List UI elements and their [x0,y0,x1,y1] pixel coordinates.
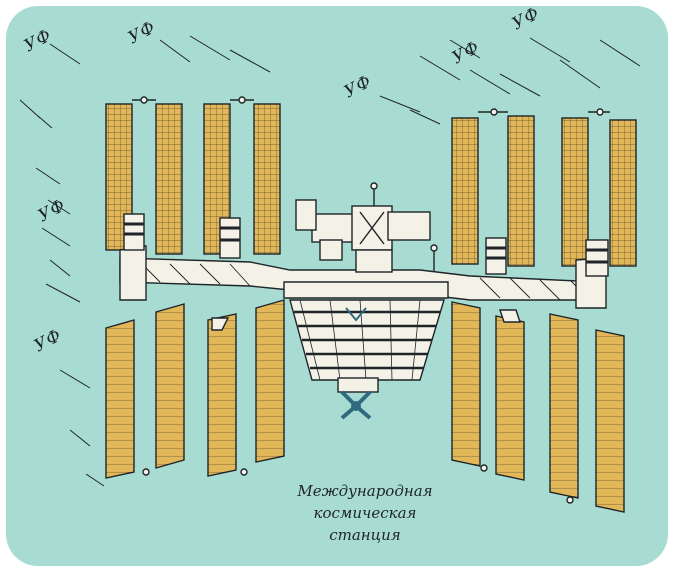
uv-label: УФ [21,25,55,56]
uv-label: УФ [31,325,65,356]
uv-label: УФ [509,3,543,34]
main-truss [119,213,609,331]
upper-solar-panels-right [451,108,637,267]
caption-line: Международная [297,482,433,500]
uv-label: УФ [35,195,69,226]
upper-solar-panels-left [105,96,281,255]
lower-module [283,281,449,393]
uv-rays [19,35,641,487]
uv-label: УФ [125,17,159,48]
central-modules [295,182,438,273]
lower-solar-panels-left [105,299,285,479]
caption-line: космическая [313,504,417,522]
caption: Международная космическая станция [270,480,460,546]
lower-solar-panels-right [451,301,625,513]
docked-spacecraft [340,307,372,420]
caption-line: станция [329,526,401,544]
uv-label: УФ [341,71,375,102]
